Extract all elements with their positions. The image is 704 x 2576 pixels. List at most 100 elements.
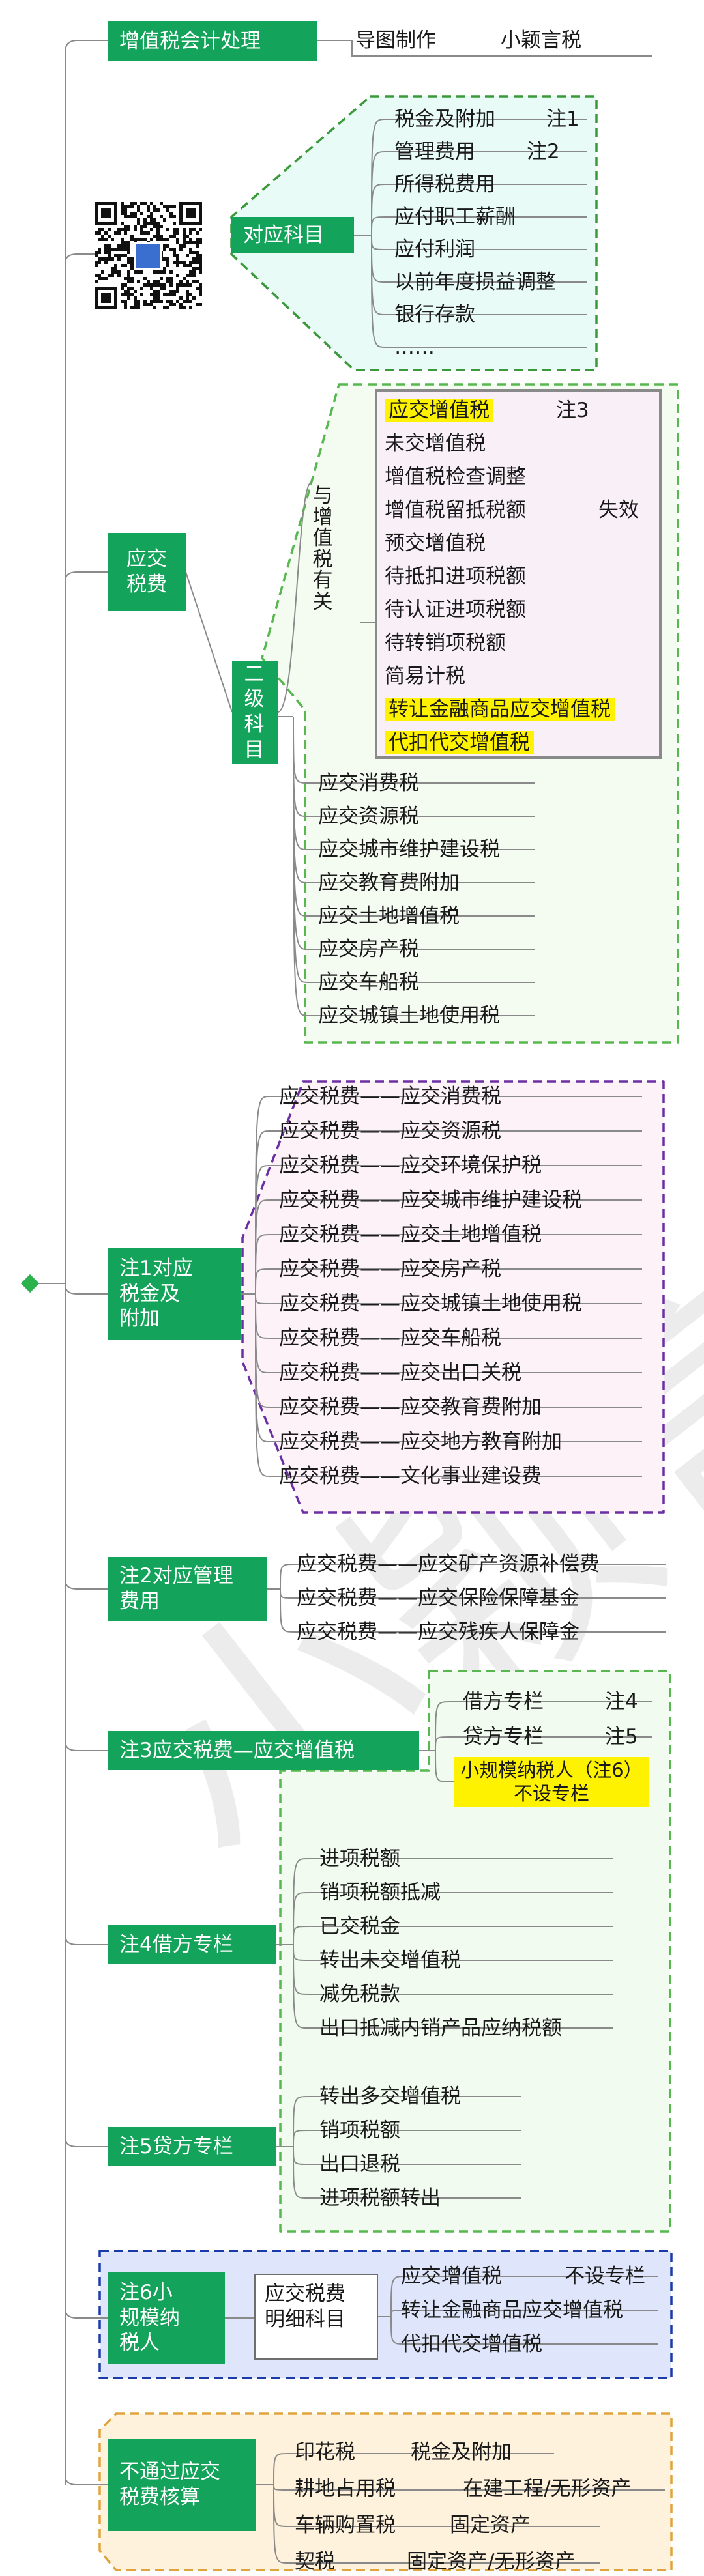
note5-item[interactable]: 转出多交增值税: [319, 2082, 461, 2111]
note1-item-label: 应交税费——文化事业建设费: [279, 1465, 542, 1488]
note5-item[interactable]: 销项税额: [319, 2116, 400, 2145]
other-tax-item[interactable]: 应交车船税: [318, 968, 419, 997]
vat-item[interactable]: 转让金融商品应交增值税: [385, 695, 615, 724]
detail-subject-node[interactable]: 应交税费明细科目: [254, 2274, 378, 2360]
vat-item[interactable]: 待转销项税额: [385, 629, 506, 657]
account-item-label: 应付利润: [394, 238, 475, 261]
note6-node[interactable]: 注6小规模纳税人: [108, 2272, 225, 2364]
note1-item[interactable]: 应交税费——应交资源税: [279, 1117, 501, 1145]
note5-item[interactable]: 进项税额转出: [319, 2184, 441, 2212]
no-account-item[interactable]: 印花税: [295, 2438, 355, 2467]
note1-item[interactable]: 应交税费——应交房产税: [279, 1255, 501, 1283]
note1-item[interactable]: 应交税费——应交城镇土地使用税: [279, 1289, 582, 1318]
note5-node[interactable]: 注5贷方专栏: [108, 2127, 276, 2166]
other-tax-item[interactable]: 应交城镇土地使用税: [318, 1001, 500, 1030]
vat-related-group: [375, 389, 662, 759]
vat-item[interactable]: 预交增值税: [385, 529, 486, 558]
note4-item[interactable]: 进项税额: [319, 1844, 400, 1873]
note2-item-label: 应交税费——应交保险保障基金: [297, 1586, 579, 1610]
note4-item[interactable]: 转出未交增值税: [319, 1946, 461, 1975]
note1-item[interactable]: 应交税费——文化事业建设费: [279, 1462, 542, 1491]
note4-item-label: 进项税额: [319, 1847, 400, 1870]
other-tax-item[interactable]: 应交消费税: [318, 769, 419, 797]
note1-item[interactable]: 应交税费——应交出口关税: [279, 1358, 521, 1387]
note2-item[interactable]: 应交税费——应交残疾人保障金: [297, 1618, 579, 1646]
note6-item[interactable]: 转让金融商品应交增值税: [401, 2296, 623, 2325]
no-account-item[interactable]: 契税: [295, 2547, 335, 2576]
vat-item-label: 增值税留抵税额: [385, 498, 526, 522]
note1-item-label: 应交税费——应交车船税: [279, 1326, 501, 1350]
note2-item[interactable]: 应交税费——应交矿产资源补偿费: [297, 1550, 600, 1579]
note1-item[interactable]: 应交税费——应交土地增值税: [279, 1220, 542, 1249]
note4-item-label: 出口抵减内销产品应纳税额: [319, 2016, 562, 2040]
note6-item[interactable]: 应交增值税: [401, 2262, 502, 2291]
vat-item[interactable]: 未交增值税: [385, 429, 486, 458]
note6-item-label: 代扣代交增值税: [401, 2332, 542, 2356]
note1-item[interactable]: 应交税费——应交消费税: [279, 1082, 501, 1111]
other-tax-item[interactable]: 应交城市维护建设税: [318, 835, 500, 864]
no-account-item[interactable]: 车辆购置税: [295, 2511, 396, 2540]
note4-item[interactable]: 出口抵减内销产品应纳税额: [319, 2014, 562, 2042]
other-tax-item[interactable]: 应交教育费附加: [318, 868, 460, 897]
account-item[interactable]: 税金及附加: [394, 105, 495, 134]
note4-item[interactable]: 已交税金: [319, 1912, 400, 1941]
note1-item[interactable]: 应交税费——应交地方教育附加: [279, 1427, 562, 1456]
no-account-note: 固定资产/无形资产: [407, 2550, 576, 2573]
note1-item-label: 应交税费——应交出口关税: [279, 1361, 521, 1384]
note1-item[interactable]: 应交税费——应交环境保护税: [279, 1151, 542, 1180]
note1-item[interactable]: 应交税费——应交车船税: [279, 1324, 501, 1352]
note1-item[interactable]: 应交税费——应交教育费附加: [279, 1393, 542, 1422]
note4-item-label: 转出未交增值税: [319, 1949, 461, 1972]
other-tax-item[interactable]: 应交房产税: [318, 935, 419, 964]
vat-item[interactable]: 代扣代交增值税: [385, 728, 534, 757]
note1-node[interactable]: 注1对应税金及附加: [108, 1248, 241, 1340]
other-tax-item-label: 应交车船税: [318, 971, 419, 994]
other-tax-item-label: 应交土地增值税: [318, 904, 460, 928]
note2-item[interactable]: 应交税费——应交保险保障基金: [297, 1584, 579, 1612]
other-tax-item[interactable]: 应交土地增值税: [318, 902, 460, 930]
note3-group: [279, 1670, 671, 2233]
vat-item[interactable]: 简易计税: [385, 662, 465, 691]
note3-item[interactable]: 借方专栏: [463, 1687, 544, 1716]
account-item[interactable]: 应付职工薪酬: [394, 203, 516, 231]
secondary-subject-node[interactable]: 二级科目: [232, 661, 278, 764]
vat-item[interactable]: 待认证进项税额: [385, 595, 526, 624]
no-account-item[interactable]: 耕地占用税: [295, 2474, 396, 2503]
note5-item[interactable]: 出口退税: [319, 2150, 400, 2179]
account-item[interactable]: 管理费用: [394, 137, 475, 166]
account-item[interactable]: 银行存款: [394, 300, 475, 329]
note4-item[interactable]: 减免税款: [319, 1980, 400, 2009]
vat-related-label: 与增值税有关: [312, 484, 333, 614]
note1-item-label: 应交税费——应交城市维护建设税: [279, 1188, 582, 1212]
vat-item[interactable]: 待抵扣进项税额: [385, 562, 526, 591]
title-node[interactable]: 增值税会计处理: [108, 21, 317, 61]
note1-item-label: 应交税费——应交教育费附加: [279, 1395, 542, 1419]
note3-node[interactable]: 注3应交税费—应交增值税: [108, 1731, 419, 1770]
no-account-note: 税金及附加: [411, 2440, 512, 2464]
note4-node[interactable]: 注4借方专栏: [108, 1925, 276, 1964]
other-tax-item-label: 应交城镇土地使用税: [318, 1004, 500, 1027]
vat-item-label: 代扣代交增值税: [385, 731, 534, 754]
note6-item[interactable]: 代扣代交增值税: [401, 2330, 542, 2358]
note2-item-label: 应交税费——应交残疾人保障金: [297, 1620, 579, 1644]
note4-item[interactable]: 销项税额抵减: [319, 1878, 441, 1907]
account-item[interactable]: 以前年度损益调整: [394, 268, 556, 296]
other-tax-item[interactable]: 应交资源税: [318, 802, 419, 831]
no-account-node[interactable]: 不通过应交税费核算: [108, 2439, 256, 2531]
no-account-note: 在建工程/无形资产: [463, 2477, 632, 2500]
vat-item[interactable]: 增值税留抵税额: [385, 496, 526, 524]
no-account-item-label: 契税: [295, 2550, 335, 2573]
accounts-node[interactable]: 对应科目: [231, 217, 354, 253]
no-account-item-label: 印花税: [295, 2440, 355, 2464]
note2-node[interactable]: 注2对应管理费用: [108, 1557, 267, 1621]
vat-item[interactable]: 增值税检查调整: [385, 463, 526, 491]
vat-item-label: 增值税检查调整: [385, 465, 526, 489]
account-item-label: 管理费用: [394, 140, 475, 164]
taxes-payable-node[interactable]: 应交税费: [108, 533, 186, 611]
account-item[interactable]: 所得税费用: [394, 170, 495, 199]
account-item[interactable]: ……: [394, 333, 435, 362]
vat-item[interactable]: 应交增值税: [385, 396, 493, 425]
note1-item[interactable]: 应交税费——应交城市维护建设税: [279, 1186, 582, 1214]
note3-item[interactable]: 贷方专栏: [463, 1723, 544, 1751]
account-item[interactable]: 应付利润: [394, 235, 475, 264]
